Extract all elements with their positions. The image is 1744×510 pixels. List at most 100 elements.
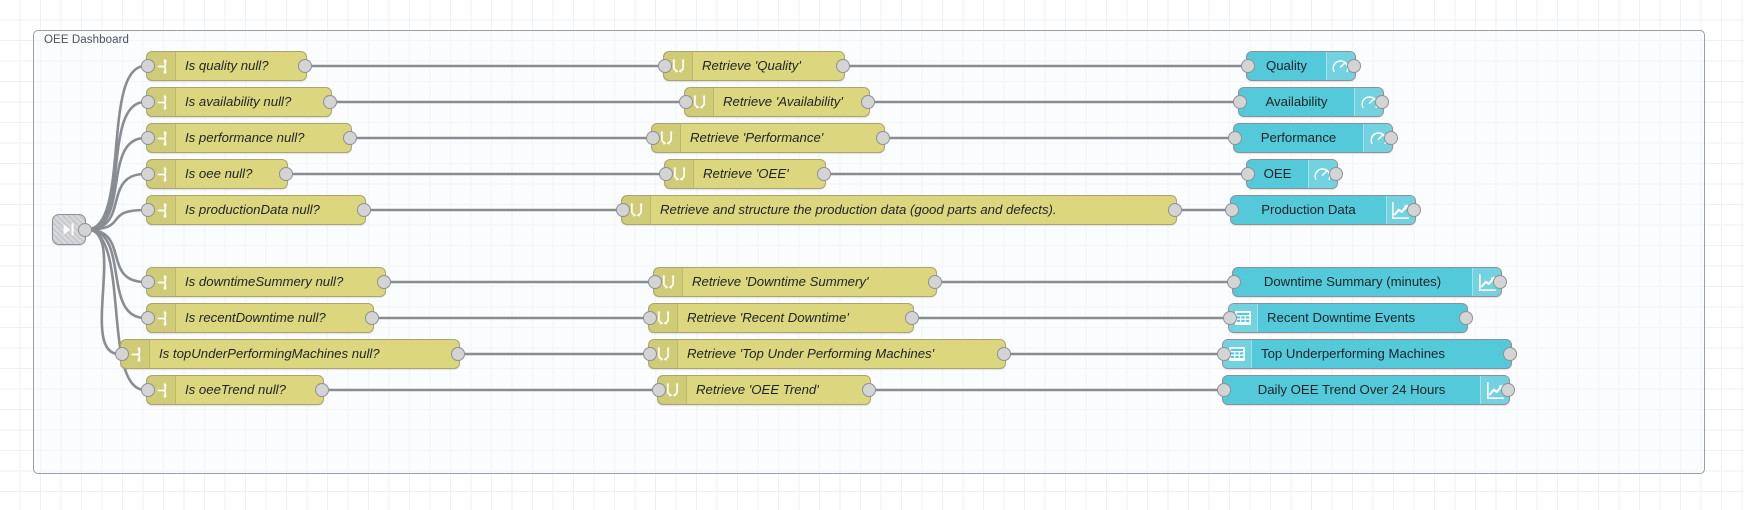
switch-node-6[interactable]: Is recentDowntime null? [141,303,379,333]
output-port[interactable] [876,131,890,145]
input-port[interactable] [141,131,155,145]
output-port[interactable] [1503,347,1517,361]
input-port[interactable] [1227,275,1241,289]
change-node-4[interactable]: Retrieve and structure the production da… [616,195,1182,225]
node-label: Retrieve 'Performance' [690,130,824,146]
dashboard-node-gauge-0[interactable]: Quality [1241,51,1361,81]
input-port[interactable] [1233,95,1247,109]
chart-icon [1478,273,1496,291]
node-label: Is oee null? [185,166,253,182]
input-port[interactable] [646,131,660,145]
output-port[interactable] [817,167,831,181]
input-port[interactable] [658,59,672,73]
dashboard-node-chart-8[interactable]: Daily OEE Trend Over 24 Hours [1217,375,1515,405]
input-port[interactable] [652,383,666,397]
node-label: Top Underperforming Machines [1261,346,1445,362]
output-port[interactable] [279,167,293,181]
input-port[interactable] [648,275,662,289]
input-port[interactable] [141,95,155,109]
input-port[interactable] [141,59,155,73]
dashboard-node-chart-4[interactable]: Production Data [1225,195,1421,225]
output-port[interactable] [343,131,357,145]
output-port[interactable] [377,275,391,289]
output-port[interactable] [315,383,329,397]
input-port[interactable] [1223,311,1237,325]
input-port[interactable] [616,203,630,217]
link-in-node[interactable] [52,214,92,245]
switch-node-8[interactable]: Is oeeTrend null? [141,375,329,405]
output-port[interactable] [862,383,876,397]
switch-node-5[interactable]: Is downtimeSummery null? [141,267,391,297]
output-port[interactable] [1493,275,1507,289]
dashboard-node-gauge-3[interactable]: OEE [1241,159,1343,189]
chart-icon [1392,201,1410,219]
input-port[interactable] [659,167,673,181]
output-port[interactable] [357,203,371,217]
input-port[interactable] [141,203,155,217]
link-in-arrow-icon [63,223,73,236]
dashboard-node-gauge-2[interactable]: Performance [1228,123,1398,153]
node-label: Is availability null? [185,94,292,110]
link-in-output-port[interactable] [78,222,92,237]
switch-node-3[interactable]: Is oee null? [141,159,293,189]
input-port[interactable] [1225,203,1239,217]
input-port[interactable] [141,167,155,181]
switch-node-7[interactable]: Is topUnderPerformingMachines null? [115,339,465,369]
node-label: Daily OEE Trend Over 24 Hours [1257,382,1446,398]
node-label: Performance [1260,130,1337,146]
change-icon [656,310,670,325]
switch-icon [157,166,167,182]
switch-node-2[interactable]: Is performance null? [141,123,357,153]
output-port[interactable] [323,95,337,109]
output-port[interactable] [1501,383,1515,397]
input-port[interactable] [643,347,657,361]
change-node-1[interactable]: Retrieve 'Availability' [679,87,875,117]
output-port[interactable] [1347,59,1361,73]
input-port[interactable] [1217,347,1231,361]
output-port[interactable] [836,59,850,73]
change-node-0[interactable]: Retrieve 'Quality' [658,51,850,81]
output-port[interactable] [1329,167,1343,181]
output-port[interactable] [298,59,312,73]
output-port[interactable] [928,275,942,289]
switch-icon [157,274,167,290]
output-port[interactable] [997,347,1011,361]
switch-node-0[interactable]: Is quality null? [141,51,312,81]
dashboard-node-chart-5[interactable]: Downtime Summary (minutes) [1227,267,1507,297]
node-label: OEE [1263,166,1292,182]
node-label: Availability [1265,94,1328,110]
output-port[interactable] [1168,203,1182,217]
change-node-5[interactable]: Retrieve 'Downtime Summery' [648,267,942,297]
output-port[interactable] [861,95,875,109]
input-port[interactable] [1241,59,1255,73]
input-port[interactable] [1241,167,1255,181]
dashboard-node-table-6[interactable]: Recent Downtime Events [1223,303,1473,333]
dashboard-node-gauge-1[interactable]: Availability [1233,87,1389,117]
change-node-2[interactable]: Retrieve 'Performance' [646,123,890,153]
output-port[interactable] [905,311,919,325]
input-port[interactable] [141,311,155,325]
input-port[interactable] [1217,383,1231,397]
input-port[interactable] [141,275,155,289]
output-port[interactable] [1384,131,1398,145]
change-node-3[interactable]: Retrieve 'OEE' [659,159,831,189]
input-port[interactable] [141,383,155,397]
switch-node-1[interactable]: Is availability null? [141,87,337,117]
input-port[interactable] [115,347,129,361]
output-port[interactable] [451,347,465,361]
input-port[interactable] [1228,131,1242,145]
input-port[interactable] [679,95,693,109]
node-label: Recent Downtime Events [1267,310,1416,326]
switch-node-4[interactable]: Is productionData null? [141,195,371,225]
output-port[interactable] [1459,311,1473,325]
input-port[interactable] [643,311,657,325]
output-port[interactable] [1375,95,1389,109]
output-port[interactable] [365,311,379,325]
change-node-6[interactable]: Retrieve 'Recent Downtime' [643,303,919,333]
switch-icon [157,202,167,218]
change-node-8[interactable]: Retrieve 'OEE Trend' [652,375,876,405]
dashboard-node-table-7[interactable]: Top Underperforming Machines [1217,339,1517,369]
output-port[interactable] [1407,203,1421,217]
change-node-7[interactable]: Retrieve 'Top Under Performing Machines' [643,339,1011,369]
